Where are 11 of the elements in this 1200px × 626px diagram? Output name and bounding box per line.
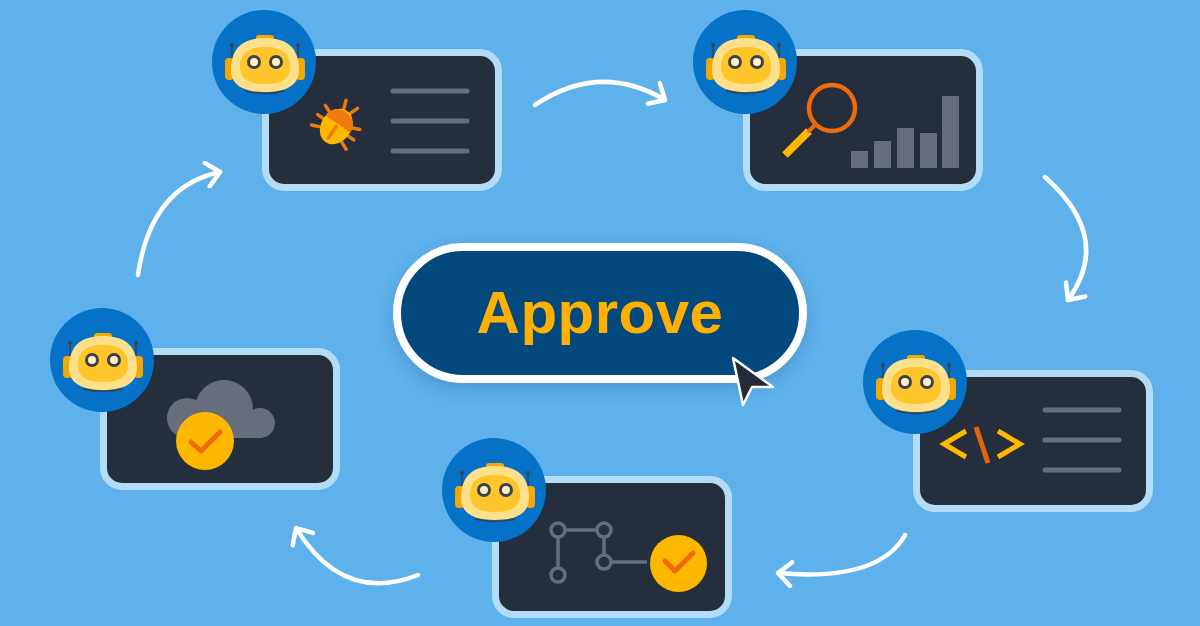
robot-task-card	[693, 10, 983, 191]
robot-task-card	[212, 10, 502, 191]
curved-arrow	[1042, 174, 1089, 303]
curved-arrow	[532, 79, 668, 108]
pill-button: Approve	[393, 243, 807, 383]
robot-task-card	[50, 308, 340, 490]
curved-arrow	[135, 161, 223, 278]
curved-arrow	[775, 532, 908, 589]
curved-arrow	[291, 525, 421, 586]
robot-task-card	[863, 330, 1153, 512]
robot-task-card	[442, 438, 732, 618]
